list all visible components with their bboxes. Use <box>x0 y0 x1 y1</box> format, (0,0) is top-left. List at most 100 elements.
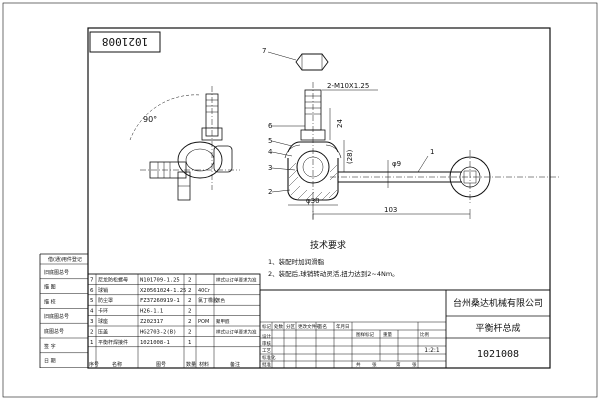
drawing-number-box: 1021008 <box>89 31 161 53</box>
drawing-number: 1021008 <box>477 349 519 360</box>
bom-name: 压盖 <box>98 328 108 335</box>
section-view: φ9 2-M10X1.25 24 (28) φ30 103 7 6 5 4 <box>262 47 560 220</box>
tb-revision-label: 处数 <box>274 323 283 330</box>
callout-2: 2 <box>268 188 272 196</box>
callout-4: 4 <box>268 148 273 156</box>
bom-code: FZ37260919-1 <box>140 298 180 304</box>
bom-note: 黑色 <box>216 297 225 304</box>
bom-code: Z202317 <box>140 319 163 325</box>
tb-revision-label: 签名 <box>318 323 327 330</box>
svg-text:序号: 序号 <box>89 361 99 368</box>
svg-text:数量: 数量 <box>186 361 196 368</box>
dim-24: 24 <box>336 119 344 128</box>
bom-name: 尼龙防松螺母 <box>98 276 128 283</box>
left-strip-label: 底图总号 <box>44 328 64 335</box>
left-strip-label: 签 字 <box>44 343 56 350</box>
bom-row: 1 平衡杆焊接件 1021008-1 1 <box>88 339 260 348</box>
tb-stage-label: 比例 <box>420 331 429 338</box>
bom-row: 7 尼龙防松螺母 N101709-1.25 2 样式以订单要求为准 <box>88 276 260 285</box>
bom-qty: 2 <box>188 277 192 283</box>
bom-name: 球座 <box>98 318 108 325</box>
bom-note: 样式以订单要求为准 <box>216 328 257 335</box>
dim-phi30: φ30 <box>306 197 320 205</box>
tb-revision-label: 更改文件号 <box>298 323 321 330</box>
tb-revision-label: 标记 <box>262 323 271 330</box>
bom-code: X20561024-1.25 <box>140 288 186 294</box>
bom-row: 3 球座 Z202317 2 POM 聚甲醛 <box>88 318 260 327</box>
left-strip-label: 描 图 <box>44 284 56 291</box>
svg-text:图号: 图号 <box>156 362 166 368</box>
bom-qty: 2 <box>188 319 192 325</box>
bom-no: 3 <box>90 319 94 325</box>
tb-stage-label: 图样标记 <box>356 331 374 338</box>
bom-qty: 1 <box>188 340 192 346</box>
left-strip-label: 旧底图总号 <box>44 269 69 276</box>
bom-no: 2 <box>90 329 94 335</box>
bom-no: 6 <box>90 288 94 294</box>
bom-no: 5 <box>90 298 94 304</box>
callout-7: 7 <box>262 47 266 55</box>
bom-note: 样式以订单要求为准 <box>216 276 257 283</box>
bom-material: 氯丁橡胶 <box>198 297 218 304</box>
bom-header: 序号 名称 图号 数量材料 备注 <box>89 361 240 368</box>
bom-no: 4 <box>90 309 94 315</box>
drawing-number-rotated: 1021008 <box>102 35 148 48</box>
callout-6: 6 <box>268 122 273 130</box>
left-strip-label: 描 校 <box>44 298 56 305</box>
dim-28: (28) <box>346 149 354 164</box>
nut-7 <box>267 51 329 71</box>
tech-line-2: 2、装配后,球销转动灵活,扭力达到2~4Nm。 <box>268 269 399 278</box>
left-strip-label: 日 期 <box>44 359 56 365</box>
bom-code: HG2703-2(B) <box>140 329 176 335</box>
bom-name: 防尘罩 <box>98 297 113 304</box>
bom-note: 聚甲醛 <box>216 318 230 325</box>
tb-revision-label: 分区 <box>286 323 295 330</box>
bom-qty: 2 <box>188 288 192 294</box>
angle-dim: 90° <box>143 115 157 124</box>
bom-code: H26-1.1 <box>140 309 163 315</box>
tb-sheet-label: 张 <box>372 361 377 368</box>
dim-thread: 2-M10X1.25 <box>327 82 369 90</box>
title-block: 标记处数分区更改文件号签名年月日设计审核工艺标准化批准图样标记重量比例共张第张 … <box>259 289 550 368</box>
bom-qty: 2 <box>188 298 192 304</box>
left-top-label: 借(通)用件登记 <box>48 256 82 263</box>
tb-sheet-label: 第 <box>396 361 401 368</box>
company-name: 台州桑达机械有限公司 <box>453 297 543 309</box>
part-name: 平衡杆总成 <box>475 322 520 334</box>
bom-no: 1 <box>90 340 94 346</box>
callout-3: 3 <box>268 164 272 172</box>
callouts: 7 6 5 4 3 2 1 <box>262 47 434 196</box>
tech-title: 技术要求 <box>310 239 346 251</box>
bom-code: 1021008-1 <box>140 340 170 346</box>
bom-name: 卡环 <box>98 308 108 315</box>
tb-role-label: 标准化 <box>262 354 276 361</box>
tb-role-label: 批准 <box>262 361 271 368</box>
bom-name: 平衡杆焊接件 <box>98 339 128 346</box>
scale-value: 1:2:1 <box>424 347 440 354</box>
bom-code: N101709-1.25 <box>140 277 180 283</box>
bom-no: 7 <box>90 277 94 283</box>
tech-requirements: 技术要求 1、装配时加润滑脂 2、装配后,球销转动灵活,扭力达到2~4Nm。 <box>268 239 399 278</box>
svg-text:备注: 备注 <box>230 361 240 368</box>
drawing-frame <box>87 27 551 369</box>
bom-name: 球销 <box>98 287 108 294</box>
callout-1: 1 <box>430 148 434 156</box>
tech-line-1: 1、装配时加润滑脂 <box>268 257 325 266</box>
left-view: 90° <box>129 86 240 201</box>
left-strip-label: 旧底图总号 <box>44 313 69 320</box>
tb-role-label: 设计 <box>262 333 271 340</box>
tb-stage-label: 重量 <box>383 331 392 338</box>
svg-text:材料: 材料 <box>199 361 209 368</box>
callout-5: 5 <box>268 137 272 145</box>
bom-material: POM <box>198 319 209 325</box>
bom-table: 7 尼龙防松螺母 N101709-1.25 2 样式以订单要求为准 6 球销 X2056102… <box>87 273 261 369</box>
tb-revision-label: 年月日 <box>336 323 350 330</box>
svg-text:名称: 名称 <box>112 361 122 368</box>
